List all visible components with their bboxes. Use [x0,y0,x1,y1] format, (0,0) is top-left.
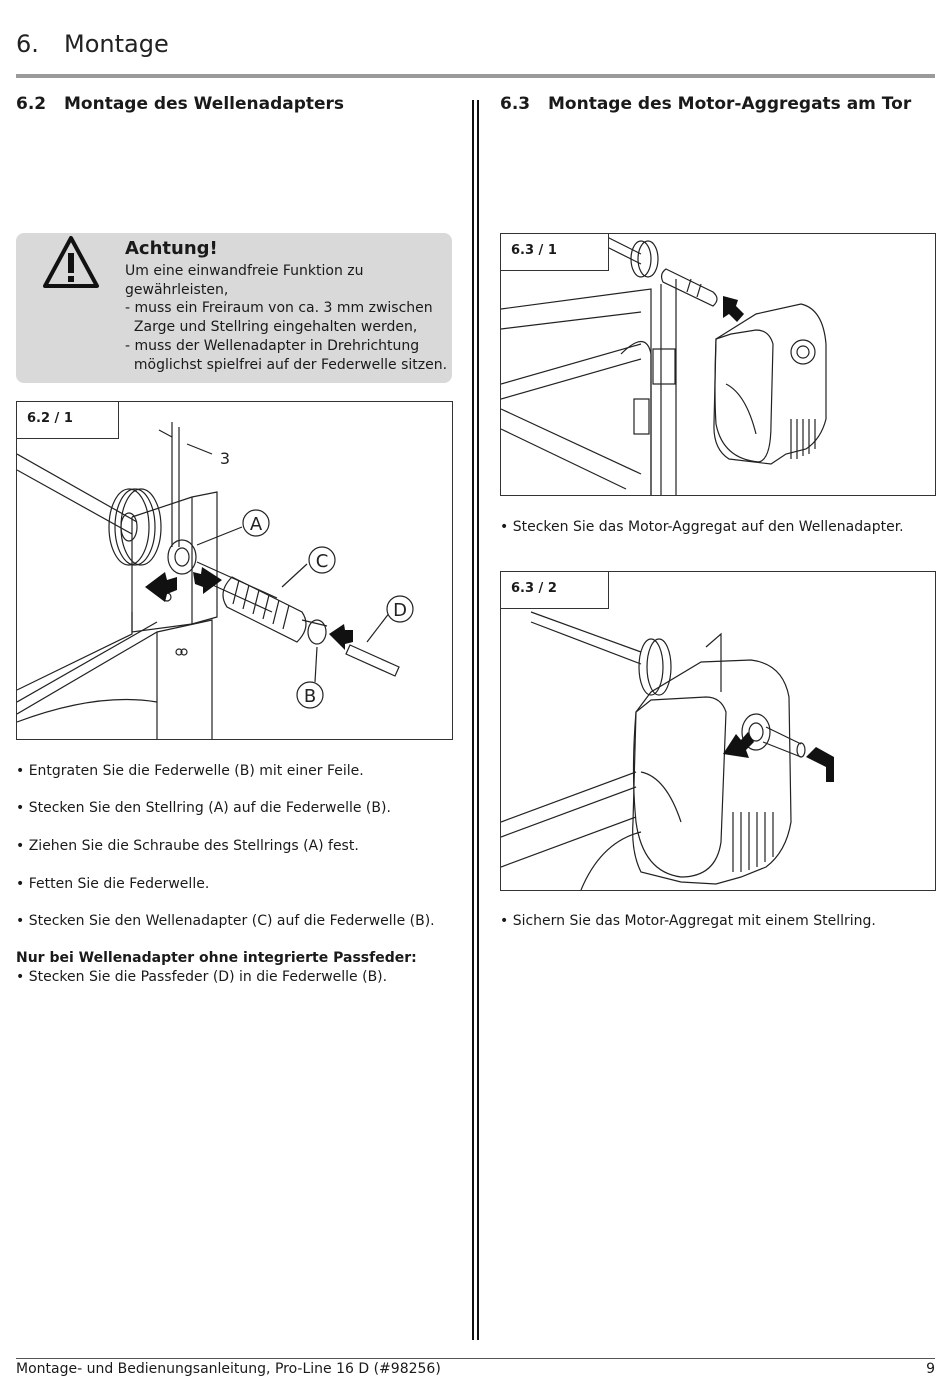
warning-line: Zarge und Stellring eingehalten werden, [125,319,418,336]
header-rule [16,74,935,78]
warning-line: - muss ein Freiraum von ca. 3 mm zwische… [125,300,433,317]
section-title-6-2: 6.2 Montage des Wellenadapters [16,94,344,114]
figure-label: 6.3 / 1 [501,234,609,271]
page-number: 9 [926,1361,935,1377]
footer-rule [16,1358,935,1359]
figure-caption: • Stecken Sie das Motor-Aggregat auf den… [500,519,904,535]
chapter-name: Montage [64,30,169,58]
callout-a: A [250,514,263,535]
warning-box [16,233,452,383]
step-item: • Stecken Sie den Wellenadapter (C) auf … [16,913,435,929]
figure-6-3-1: 6.3 / 1 [500,233,936,496]
warning-triangle-icon [43,236,99,288]
warning-line: möglichst spielfrei auf der Federwelle s… [125,356,448,373]
note-heading: Nur bei Wellenadapter ohne integrierte P… [16,950,417,966]
note-text: • Stecken Sie die Passfeder (D) in die F… [16,969,388,985]
callout-d: D [393,600,407,621]
warning-title: Achtung! [125,238,218,259]
figure-6-2-1: A C D B 3 6.2 / 1 [16,401,453,740]
figure-illustration [500,233,827,495]
step-item: • Ziehen Sie die Schraube des Stellrings… [16,838,359,854]
warning-line: gewährleisten, [125,281,229,298]
callout-c: C [316,551,329,572]
warning-line: Um eine einwandfreie Funktion zu [125,263,364,279]
figure-label: 6.2 / 1 [17,402,119,439]
warning-text: Um eine einwandfreie Funktion zu gewährl… [125,262,448,374]
section-number: 6.2 [16,94,47,114]
step-item: • Entgraten Sie die Federwelle (B) mit e… [16,763,364,779]
chapter-number: 6. [16,30,39,58]
figure-6-3-2: 6.3 / 2 [500,571,936,891]
footer-text: Montage- und Bedienungsanleitung, Pro-Li… [16,1361,441,1377]
section-name: Montage des Wellenadapters [64,94,345,114]
figure-caption: • Sichern Sie das Motor-Aggregat mit ein… [500,913,876,929]
section-title-6-3: 6.3 Montage des Motor-Aggregats am Tor [500,94,911,114]
step-item: • Fetten Sie die Federwelle. [16,876,210,892]
warning-line: - muss der Wellenadapter in Drehrichtung [125,337,420,354]
chapter-title: 6. Montage [16,30,169,58]
section-name: Montage des Motor-Aggregats am Tor [548,94,912,114]
figure-illustration [500,611,834,891]
figure-label: 6.3 / 2 [501,572,609,609]
figure-illustration: A C D B 3 [16,422,414,739]
section-number: 6.3 [500,94,531,114]
column-divider [472,100,474,1340]
column-divider-second [477,100,479,1340]
dimension-label: 3 [220,449,230,468]
callout-b: B [304,686,316,707]
step-item: • Stecken Sie den Stellring (A) auf die … [16,800,391,816]
